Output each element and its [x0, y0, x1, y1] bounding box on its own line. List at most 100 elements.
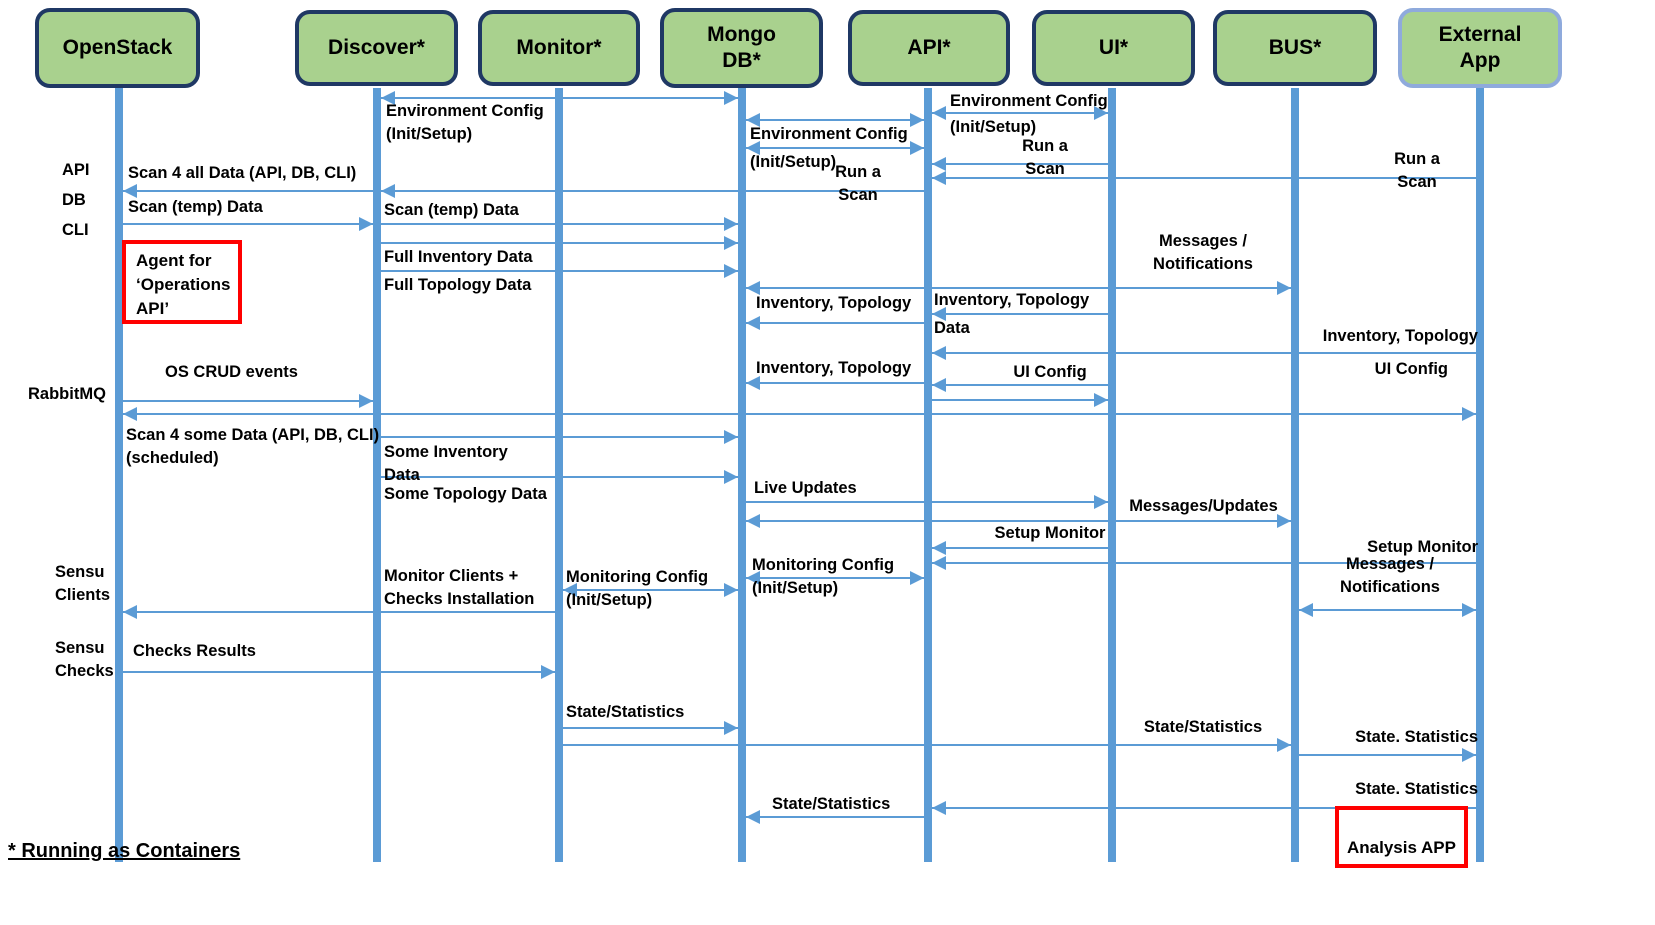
callout-box: Agent for ‘Operations API’: [122, 240, 242, 324]
arrowhead-right: [359, 217, 373, 231]
message-arrow: [932, 352, 1476, 354]
arrowhead-left: [746, 514, 760, 528]
arrowhead-right: [910, 571, 924, 585]
actor-box: External App: [1398, 8, 1562, 88]
arrowhead-left: [123, 407, 137, 421]
arrowhead-left: [1299, 603, 1313, 617]
message-label: Run a Scan: [1022, 137, 1068, 178]
message-arrow: [746, 147, 924, 149]
message-arrow: [932, 112, 1108, 114]
arrowhead-left: [932, 378, 946, 392]
arrowhead-left: [746, 571, 760, 585]
message-label: Messages / Notifications: [1340, 555, 1440, 596]
actor-box: UI*: [1032, 10, 1195, 86]
lifeline: [1108, 88, 1116, 862]
arrowhead-left: [123, 184, 137, 198]
arrowhead-right: [724, 236, 738, 250]
lifeline: [555, 88, 563, 862]
actor-box: API*: [848, 10, 1010, 86]
actor-label: OpenStack: [62, 36, 173, 59]
footnote-running-as-containers: * Running as Containers: [8, 840, 241, 862]
message-arrow: [746, 816, 924, 818]
arrowhead-left: [746, 376, 760, 390]
message-arrow: [123, 190, 373, 192]
arrowhead-right: [1094, 495, 1108, 509]
arrowhead-left: [932, 307, 946, 321]
arrowhead-left: [932, 171, 946, 185]
arrowhead-right: [1462, 407, 1476, 421]
arrowhead-left: [932, 346, 946, 360]
message-arrow: [932, 562, 1476, 564]
message-label: RabbitMQ: [28, 385, 106, 403]
message-arrow: [123, 413, 1476, 415]
message-label: Setup Monitor: [1367, 538, 1478, 556]
message-arrow: [932, 399, 1108, 401]
message-arrow: [123, 223, 373, 225]
actor-box: OpenStack: [35, 8, 200, 88]
actor-label: External App: [1438, 23, 1522, 72]
message-arrow: [1116, 520, 1291, 522]
arrowhead-left: [381, 91, 395, 105]
callout-label: Agent for ‘Operations API’: [136, 251, 231, 318]
arrowhead-left: [746, 810, 760, 824]
message-arrow: [932, 313, 1108, 315]
arrowhead-left: [746, 141, 760, 155]
arrowhead-left: [563, 583, 577, 597]
message-label: Messages/Updates: [1129, 497, 1278, 515]
arrowhead-left: [381, 184, 395, 198]
actor-label: UI*: [1098, 36, 1129, 59]
message-arrow: [746, 322, 924, 324]
message-label: Environment Config: [750, 125, 908, 143]
actor-box: Discover*: [295, 10, 458, 86]
message-label: API DB CLI: [62, 161, 90, 239]
message-arrow: [932, 547, 1108, 549]
message-label: Inventory, Topology: [934, 291, 1090, 309]
message-label: Some Topology Data: [384, 485, 547, 503]
actor-box: Monitor*: [478, 10, 640, 86]
actor-label: Monitor*: [516, 36, 602, 59]
lifeline: [924, 88, 932, 862]
message-label: Messages / Notifications: [1153, 232, 1253, 273]
arrowhead-right: [359, 394, 373, 408]
message-label: Live Updates: [754, 479, 857, 497]
message-label: Setup Monitor: [994, 524, 1106, 542]
message-arrow: [746, 382, 924, 384]
message-arrow: [746, 119, 924, 121]
lifeline: [738, 88, 746, 862]
arrowhead-right: [724, 583, 738, 597]
message-label: (Init/Setup): [750, 153, 837, 171]
lifeline: [373, 88, 381, 862]
message-label: State. Statistics: [1355, 780, 1478, 798]
callout-box: Analysis APP: [1335, 806, 1468, 868]
arrowhead-left: [932, 106, 946, 120]
lifeline: [1291, 88, 1299, 862]
message-label: State/Statistics: [1143, 718, 1263, 736]
arrowhead-left: [123, 605, 137, 619]
arrowhead-right: [541, 665, 555, 679]
message-label: Monitoring Config (Init/Setup): [752, 556, 895, 597]
arrowhead-right: [724, 217, 738, 231]
message-arrow: [123, 611, 555, 613]
arrowhead-right: [1462, 748, 1476, 762]
arrowhead-right: [724, 264, 738, 278]
message-label: Scan (temp) Data: [384, 201, 519, 219]
arrowhead-left: [932, 556, 946, 570]
message-label: State/Statistics: [566, 703, 685, 721]
message-label: (Init/Setup): [950, 118, 1037, 136]
arrowhead-right: [1277, 281, 1291, 295]
arrowhead-right: [724, 470, 738, 484]
arrowhead-right: [1462, 603, 1476, 617]
message-label: UI Config: [1374, 360, 1448, 378]
arrowhead-right: [724, 430, 738, 444]
message-label: State. Statistics: [1355, 728, 1478, 746]
arrowhead-right: [724, 91, 738, 105]
message-label: Full Topology Data: [384, 276, 532, 294]
arrowhead-left: [932, 541, 946, 555]
arrowhead-left: [932, 157, 946, 171]
actor-label: API*: [907, 36, 951, 59]
arrowhead-right: [1094, 393, 1108, 407]
actor-label: BUS*: [1268, 36, 1322, 59]
message-label: Full Inventory Data: [384, 248, 533, 266]
actor-label: Discover*: [328, 36, 425, 59]
message-label: Monitor Clients + Checks Installation: [384, 567, 535, 608]
